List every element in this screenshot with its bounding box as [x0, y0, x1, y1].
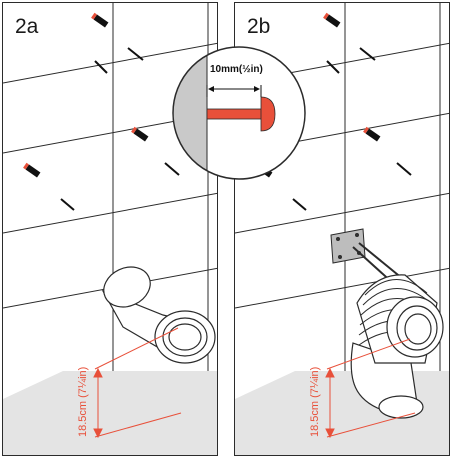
- screw-head: [260, 96, 276, 132]
- step-2a-panel: 2a 18.5cm (7¼in): [2, 2, 218, 456]
- screws-a: [60, 47, 180, 211]
- step-label-2b: 2b: [247, 15, 271, 38]
- dimension-label-2a: 18.5cm (7¼in): [77, 366, 89, 437]
- bent-pan-connector-b: [350, 274, 444, 419]
- screw-depth-detail: [172, 46, 306, 180]
- dimension-label-2b: 18.5cm (7¼in): [309, 366, 321, 437]
- screw-protrusion-label: 10mm(½in): [210, 64, 263, 75]
- wall-plugs-a: [23, 12, 149, 178]
- wall-tiles-b: [235, 3, 449, 455]
- screws-b: [292, 47, 412, 211]
- screw-shank: [206, 108, 264, 120]
- floor-a: [3, 371, 217, 455]
- dimension-lines-a: [93, 327, 182, 439]
- step-label-2a: 2a: [15, 15, 39, 38]
- pan-connector-a: [101, 266, 216, 364]
- dimension-lines-b: [325, 338, 416, 439]
- tile-grid-b: [235, 3, 449, 371]
- wall-section: [173, 47, 207, 179]
